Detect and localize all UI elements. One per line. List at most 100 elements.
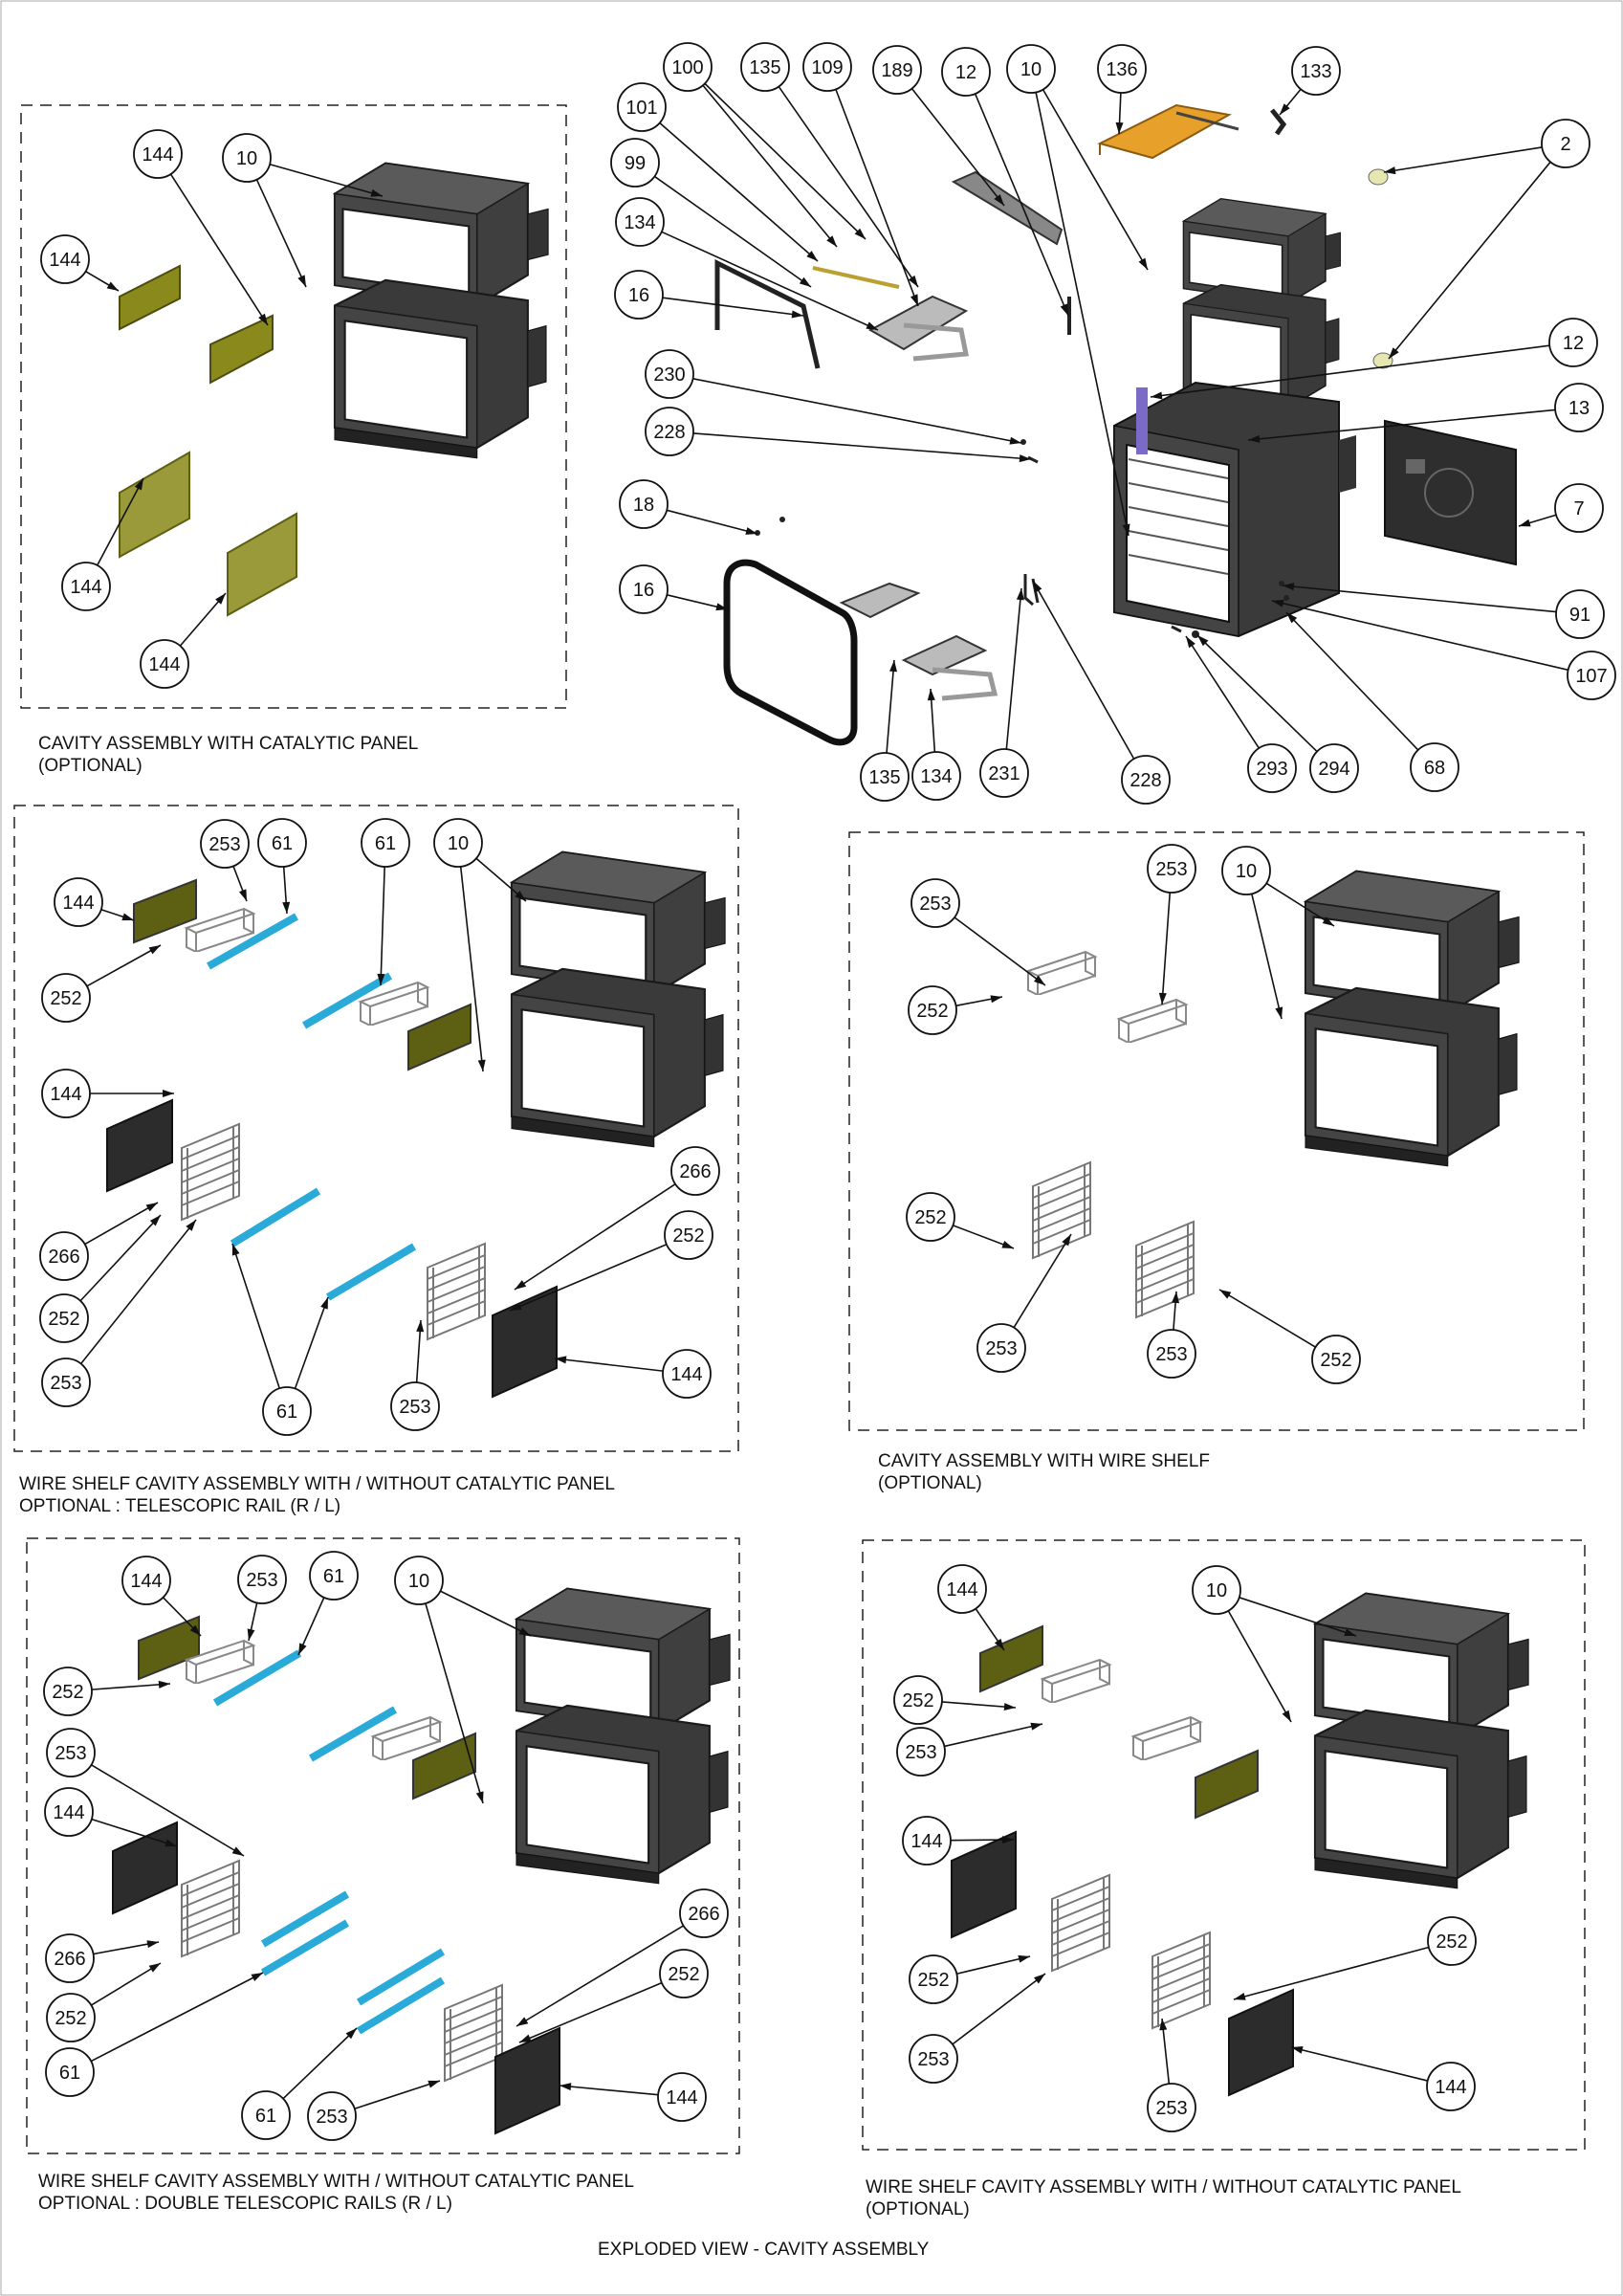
rail-61-dbl-b [308, 1706, 398, 1762]
leader-line [90, 1972, 264, 2063]
leader-arrowhead [1291, 2045, 1304, 2054]
callout-circle [1097, 44, 1147, 94]
callout-double-253: 253 [307, 2091, 357, 2141]
leader-line [1035, 92, 1130, 537]
fan-cover-189 [951, 170, 1064, 246]
callout-telescopic-252: 252 [664, 1210, 713, 1260]
leader-arrowhead [282, 901, 291, 914]
leader-arrowhead [515, 891, 526, 901]
leader-arrowhead [1033, 581, 1042, 593]
cavity-wire-shelf [1304, 870, 1521, 1167]
callout-label: 61 [276, 1402, 297, 1423]
burner-134-lower [839, 582, 998, 701]
wire-shelf-group [1027, 870, 1521, 1318]
leader-arrowhead [164, 1839, 177, 1847]
rail-61-dbl-c [260, 1890, 350, 1948]
callout-circle [140, 639, 189, 689]
callout-main-228: 228 [645, 407, 694, 456]
leader-line [704, 82, 866, 240]
leader-line [559, 2085, 659, 2096]
callout-circle [309, 1551, 359, 1601]
callout-double-61: 61 [45, 2047, 95, 2097]
callout-wire_catalytic-144: 144 [937, 1564, 987, 1614]
callout-label: 252 [48, 1309, 79, 1330]
callout-circle [46, 1728, 96, 1777]
callout-circle [361, 818, 410, 868]
callout-label: 16 [633, 580, 654, 601]
caption-catalytic-line2: (OPTIONAL) [38, 756, 143, 776]
leader-line [231, 1243, 281, 1389]
callout-label: 253 [316, 2107, 347, 2128]
leader-arrowhead [1016, 588, 1024, 601]
callout-label: 253 [905, 1742, 936, 1763]
leader-arrowhead [1286, 612, 1298, 624]
callout-label: 252 [1436, 1932, 1467, 1953]
callout-circle [740, 42, 790, 92]
leader-arrowhead [927, 689, 935, 701]
leader-line [1265, 882, 1335, 927]
callout-telescopic-266: 266 [39, 1231, 89, 1281]
leader-arrowhead [799, 276, 811, 287]
heater-bar-16 [714, 258, 821, 369]
leader-line [1271, 600, 1568, 672]
callout-wire_shelf-253: 253 [910, 878, 960, 928]
leader-line [79, 1214, 162, 1302]
callout-telescopic-253: 253 [200, 819, 250, 869]
leader-line [910, 88, 1005, 207]
callout-label: 144 [946, 1579, 977, 1601]
callout-telescopic-144: 144 [662, 1349, 712, 1399]
caption-telescopic-line2: OPTIONAL : TELESCOPIC RAIL (R / L) [19, 1496, 340, 1516]
leader-line [1150, 344, 1550, 398]
callout-label: 61 [59, 2063, 80, 2084]
callout-telescopic-266: 266 [670, 1146, 720, 1196]
leader-line [84, 1202, 159, 1246]
leader-line [702, 84, 838, 248]
callout-circle [1541, 119, 1590, 168]
rack-253-wc-a [1042, 1659, 1110, 1703]
callout-circle [1555, 589, 1605, 639]
callout-label: 252 [917, 1970, 949, 1991]
rack-253-ws-b [1118, 999, 1187, 1043]
callout-label: 144 [49, 250, 80, 271]
callout-main-68: 68 [1410, 742, 1459, 792]
leader-arrowhead [889, 660, 898, 673]
callout-wire_catalytic-10: 10 [1192, 1565, 1241, 1615]
callout-label: 135 [868, 767, 900, 788]
leader-arrowhead [416, 1320, 425, 1333]
callout-wire_shelf-252: 252 [906, 1192, 955, 1242]
leader-arrowhead [1158, 992, 1167, 1004]
callout-label: 144 [142, 144, 173, 166]
callout-main-13: 13 [1554, 383, 1604, 432]
leader-arrowhead [320, 1297, 328, 1310]
leader-arrowhead [247, 1628, 255, 1641]
lamp-2-lower [1372, 352, 1393, 369]
callout-wire_catalytic-252: 252 [909, 1954, 958, 2004]
callout-label: 13 [1568, 398, 1590, 419]
shelf-253-wc-a [1051, 1874, 1110, 1972]
cavity-catalytic [333, 162, 550, 459]
callout-circle [610, 138, 660, 188]
panel-144-wc-c [951, 1830, 1017, 1939]
callout-circle [645, 407, 694, 456]
callout-main-16: 16 [614, 270, 664, 320]
callout-label: 144 [666, 2087, 697, 2108]
leader-arrowhead [1172, 1292, 1180, 1304]
callout-label: 253 [399, 1397, 430, 1418]
caption-double-line1: WIRE SHELF CAVITY ASSEMBLY WITH / WITHOU… [38, 2172, 634, 2192]
callout-wire_shelf-253: 253 [1147, 844, 1196, 894]
callout-circle [222, 133, 272, 183]
leader-line [1042, 89, 1149, 271]
shelf-253-dbl-a [181, 1860, 240, 1957]
leader-arrowhead [555, 1356, 567, 1364]
callout-circle [41, 973, 91, 1023]
leader-arrowhead [1219, 1290, 1232, 1299]
callout-wire_shelf-253: 253 [1147, 1329, 1196, 1379]
callout-circle [860, 752, 910, 802]
callout-main-135: 135 [740, 42, 790, 92]
callout-circle [645, 349, 694, 399]
callout-label: 100 [671, 57, 703, 78]
callout-circle [54, 877, 103, 927]
leader-arrowhead [231, 1244, 240, 1256]
leader-arrowhead [866, 321, 878, 330]
